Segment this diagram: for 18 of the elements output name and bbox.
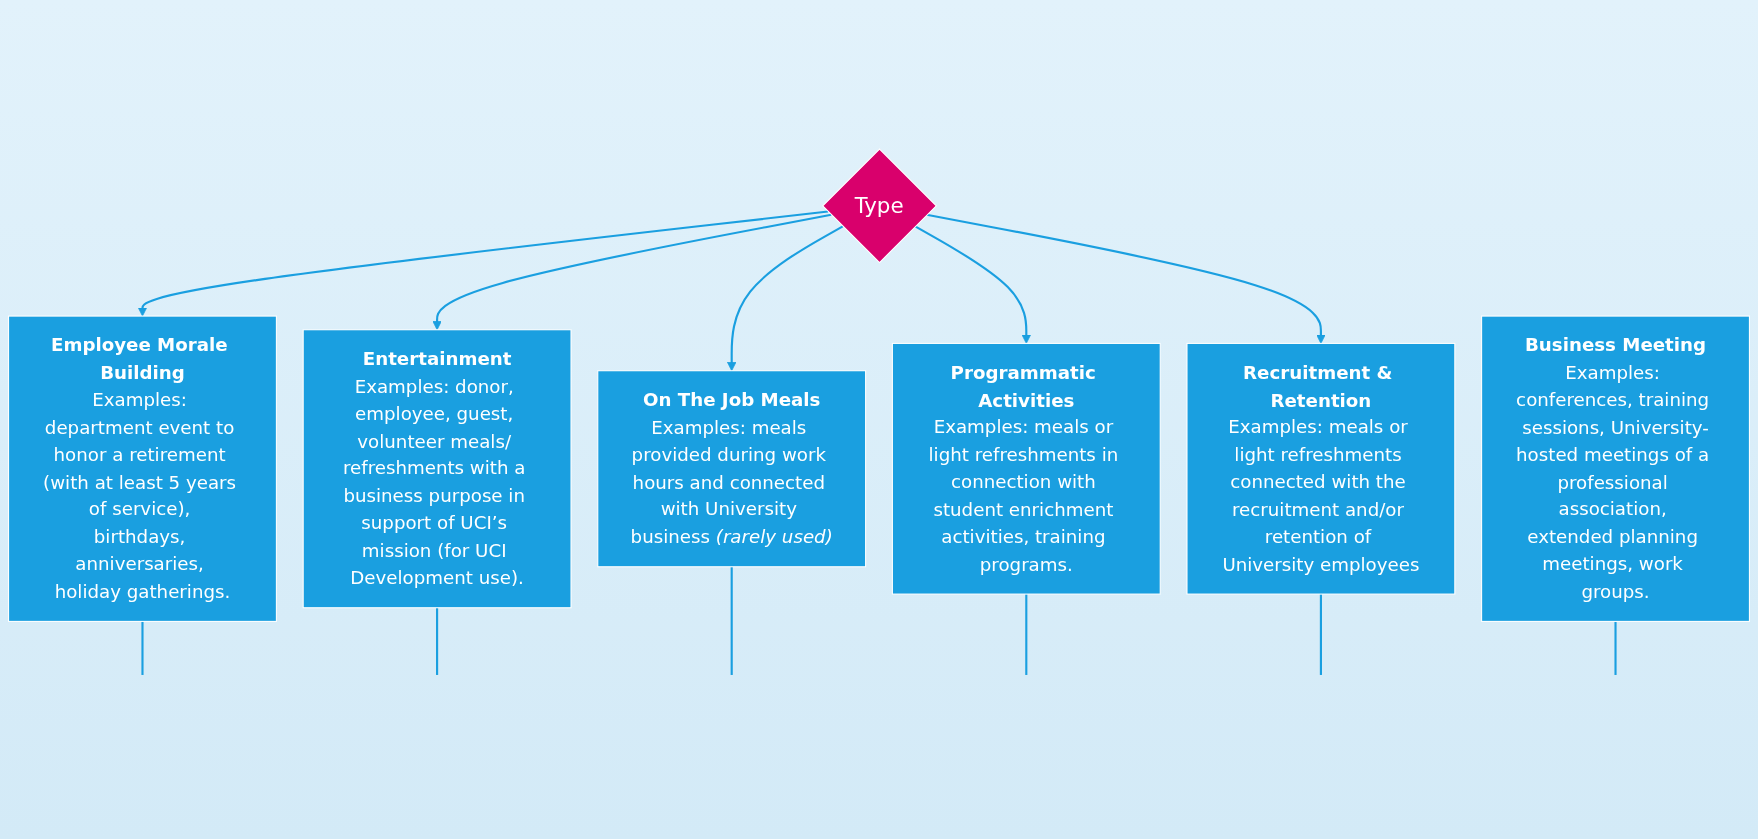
node-box: On The Job Meals Examples: meals provided during work hours and connected with University business (rarely used) — [597, 370, 867, 568]
connector — [1614, 621, 1617, 675]
connector — [730, 566, 733, 675]
arrow — [727, 225, 844, 372]
arrow — [926, 213, 1326, 344]
node-box: Business Meeting Examples: conferences, training sessions, University-hosted meetings of a professional association, extended planning meetings, work groups. — [1481, 315, 1750, 622]
connector — [1319, 594, 1322, 675]
connector — [436, 607, 439, 675]
arrow — [432, 213, 832, 331]
node-box: Programmatic Activities Examples: meals or light refreshments in connection with student enrichment activities, training programs. — [891, 342, 1161, 595]
arrow — [137, 210, 829, 317]
node-box: Employee Morale Building Examples: department event to honor a retirement (with at least 5 years of service), birthdays, anniversaries, holiday gatherings. — [8, 315, 277, 622]
connector — [1025, 594, 1028, 675]
node-box: Entertainment Examples: donor, employee, guest, volunteer meals/ refreshments with a business purpose in support of UCI’s mission (for UCI Development use). — [302, 329, 572, 609]
connector — [141, 621, 144, 675]
arrow — [914, 225, 1031, 344]
node-box: Recruitment & Retention Examples: meals or light refreshments connected with the recruitment and/or retention of University employees — [1186, 342, 1456, 595]
node-diamond: Type — [822, 148, 938, 264]
